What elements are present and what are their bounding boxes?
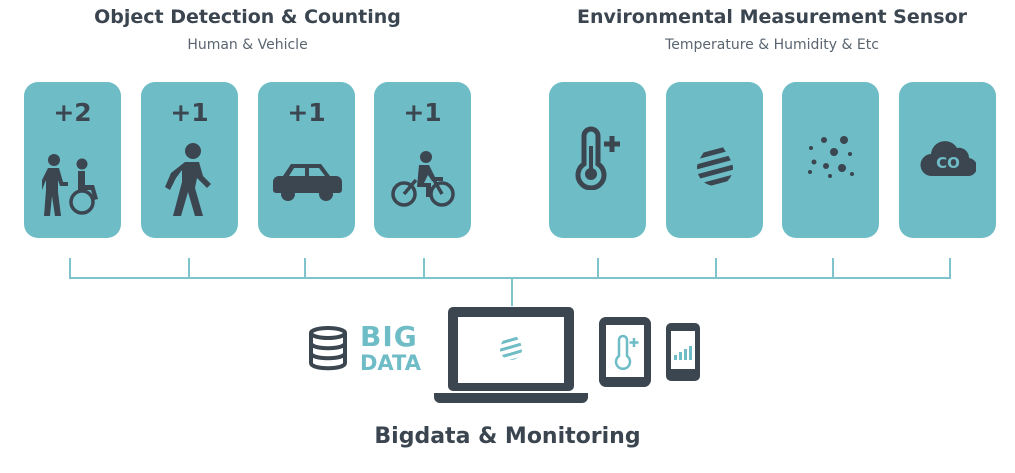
sensor-card-humidity [666, 82, 763, 238]
dust-particles-icon [782, 134, 879, 180]
sensor-card-co: CO [899, 82, 996, 238]
detection-section-title: Object Detection & Counting [94, 6, 401, 28]
detection-card-wheelchair: +2 [24, 82, 121, 238]
tablet-icon [598, 316, 652, 392]
co-cloud-icon: CO [899, 138, 996, 178]
detection-count: +1 [170, 98, 209, 127]
smartphone-icon [665, 322, 701, 386]
car-icon [258, 162, 355, 202]
detection-card-bicycle: +1 [374, 82, 471, 238]
person-with-wheelchair-icon [24, 152, 121, 222]
sensor-card-temperature [549, 82, 646, 238]
sensor-section-title: Environmental Measurement Sensor [576, 6, 968, 28]
data-label: DATA [360, 351, 422, 375]
detection-card-car: +1 [258, 82, 355, 238]
sensor-section-subtitle: Temperature & Humidity & Etc [665, 37, 879, 53]
database-icon [308, 326, 348, 376]
laptop-icon [434, 305, 588, 409]
detection-count: +1 [403, 98, 442, 127]
detection-section-subtitle: Human & Vehicle [187, 37, 308, 53]
water-drop-icon [666, 134, 763, 186]
detection-count: +2 [53, 98, 92, 127]
svg-text:CO: CO [936, 154, 960, 172]
big-label: BIG [360, 320, 418, 353]
monitoring-title: Bigdata & Monitoring [374, 424, 641, 449]
pedestrian-icon [141, 142, 238, 220]
thermometer-plus-icon [549, 124, 646, 190]
detection-count: +1 [287, 98, 326, 127]
sensor-card-dust [782, 82, 879, 238]
detection-card-pedestrian: +1 [141, 82, 238, 238]
big-data-label: BIG DATA [360, 323, 421, 374]
bicycle-icon [374, 150, 471, 208]
